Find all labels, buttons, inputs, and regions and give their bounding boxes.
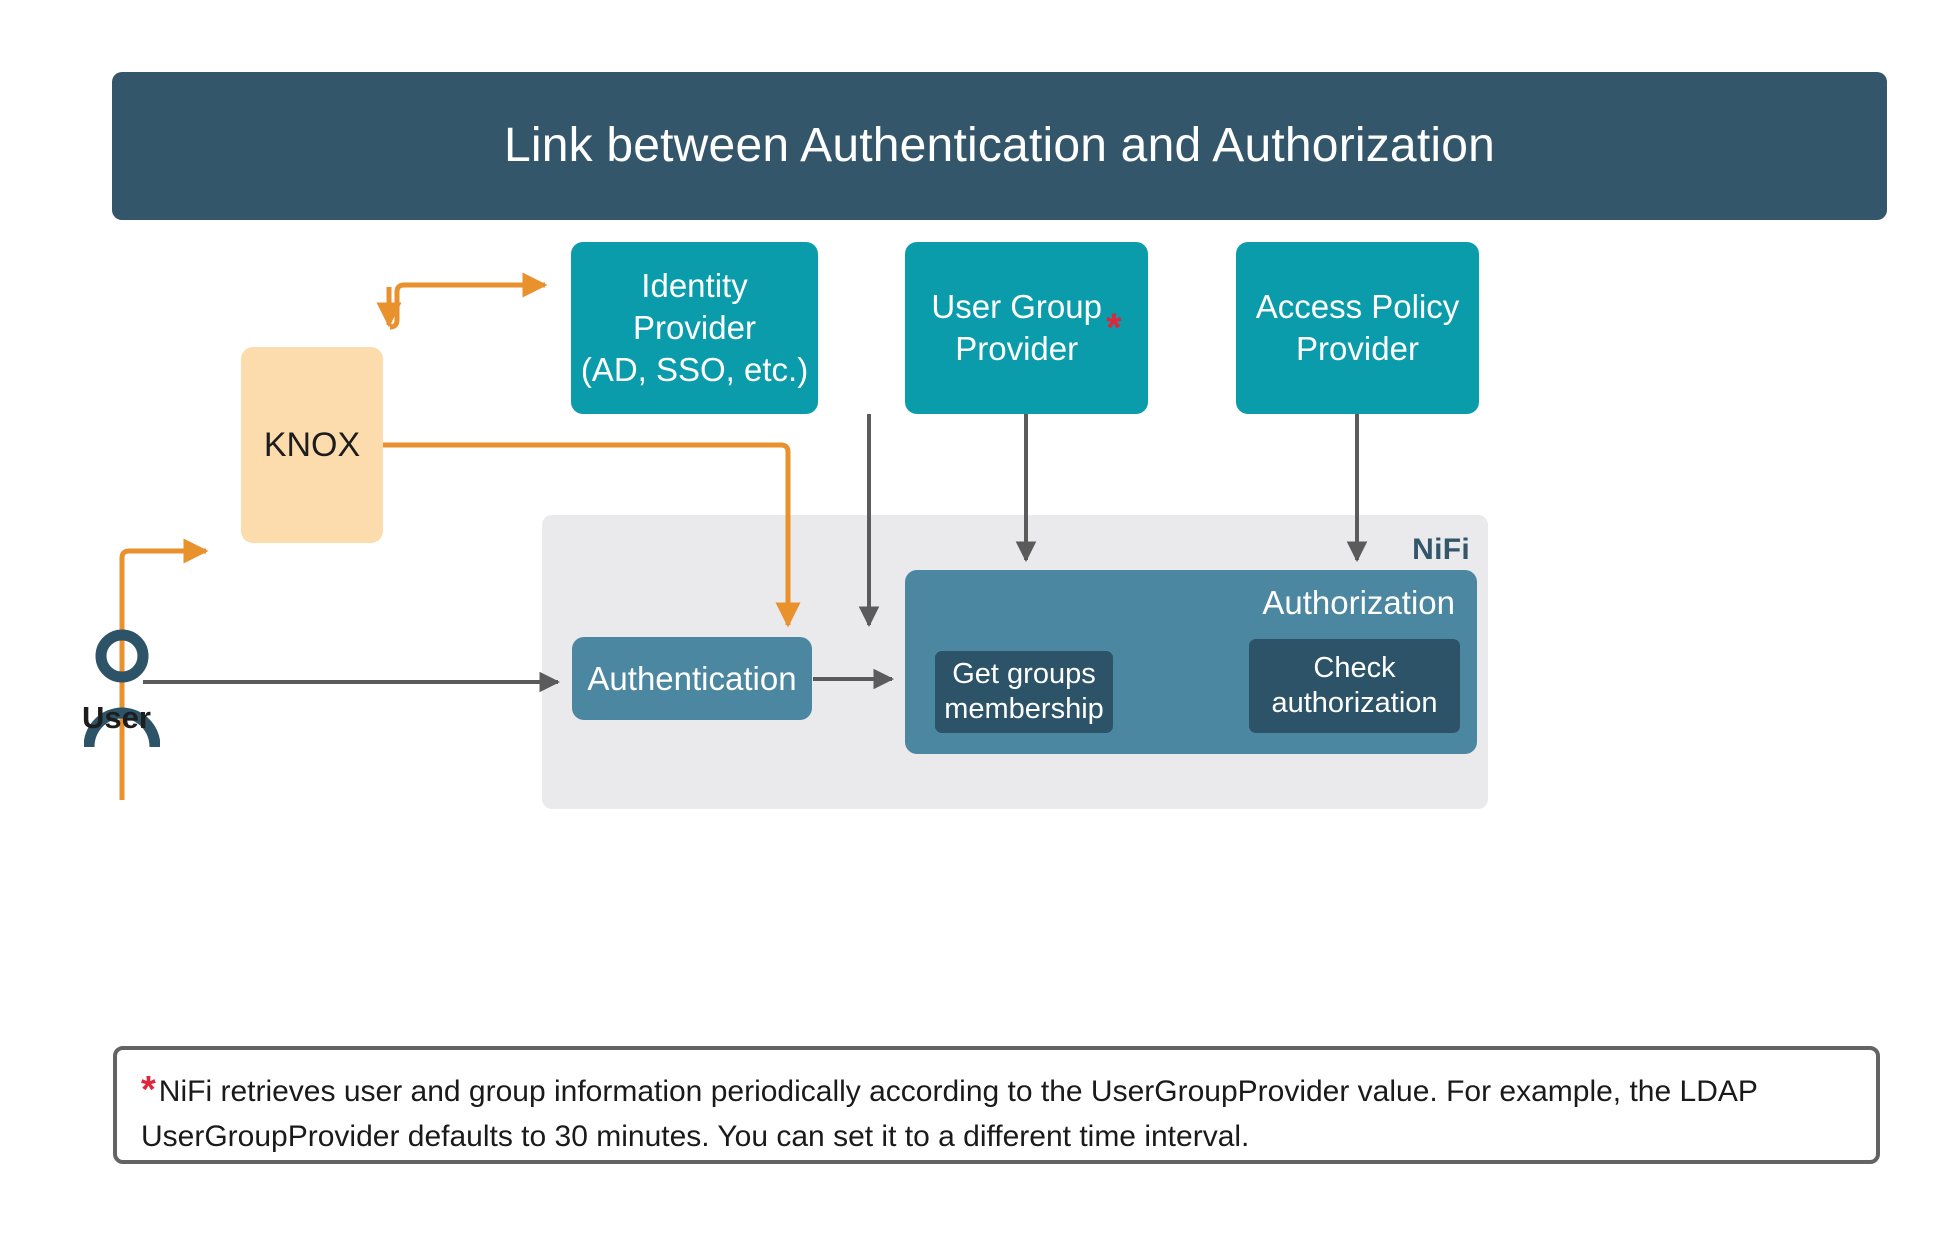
person-icon [84,629,160,748]
node-knox-label: KNOX [263,425,361,464]
node-access-policy-provider-label: Access Policy Provider [1255,287,1460,367]
node-user-group-provider[interactable]: User Group Provider* [905,242,1148,414]
page-title: Link between Authentication and Authoriz… [503,118,1496,172]
title-banner: Link between Authentication and Authoriz… [112,72,1887,220]
user-actor-label: User [82,700,151,735]
node-user-group-provider-label: User Group Provider [931,287,1102,367]
node-get-groups-membership-label: Get groups membership [944,657,1104,725]
node-get-groups-membership[interactable]: Get groups membership [935,651,1113,733]
node-authentication[interactable]: Authentication [572,637,812,720]
node-check-authorization-label: Check authorization [1271,651,1438,719]
node-identity-provider-label: Identity Provider (AD, SSO, etc.) [580,266,809,389]
edge-knox-to-identity-provider [389,272,548,330]
footnote-text-container: *NiFi retrieves user and group informati… [141,1064,1852,1158]
footnote-box: *NiFi retrieves user and group informati… [113,1046,1880,1164]
footnote-asterisk-marker: * [141,1069,156,1111]
nifi-boundary-label: NiFi [1412,533,1470,566]
footnote-text: NiFi retrieves user and group informatio… [141,1075,1758,1154]
node-knox[interactable]: KNOX [241,347,383,543]
node-authorization-label: Authorization [1262,584,1455,621]
node-authentication-label: Authentication [587,659,797,697]
node-access-policy-provider[interactable]: Access Policy Provider [1236,242,1479,414]
node-identity-provider[interactable]: Identity Provider (AD, SSO, etc.) [571,242,818,414]
node-check-authorization[interactable]: Check authorization [1249,639,1460,733]
